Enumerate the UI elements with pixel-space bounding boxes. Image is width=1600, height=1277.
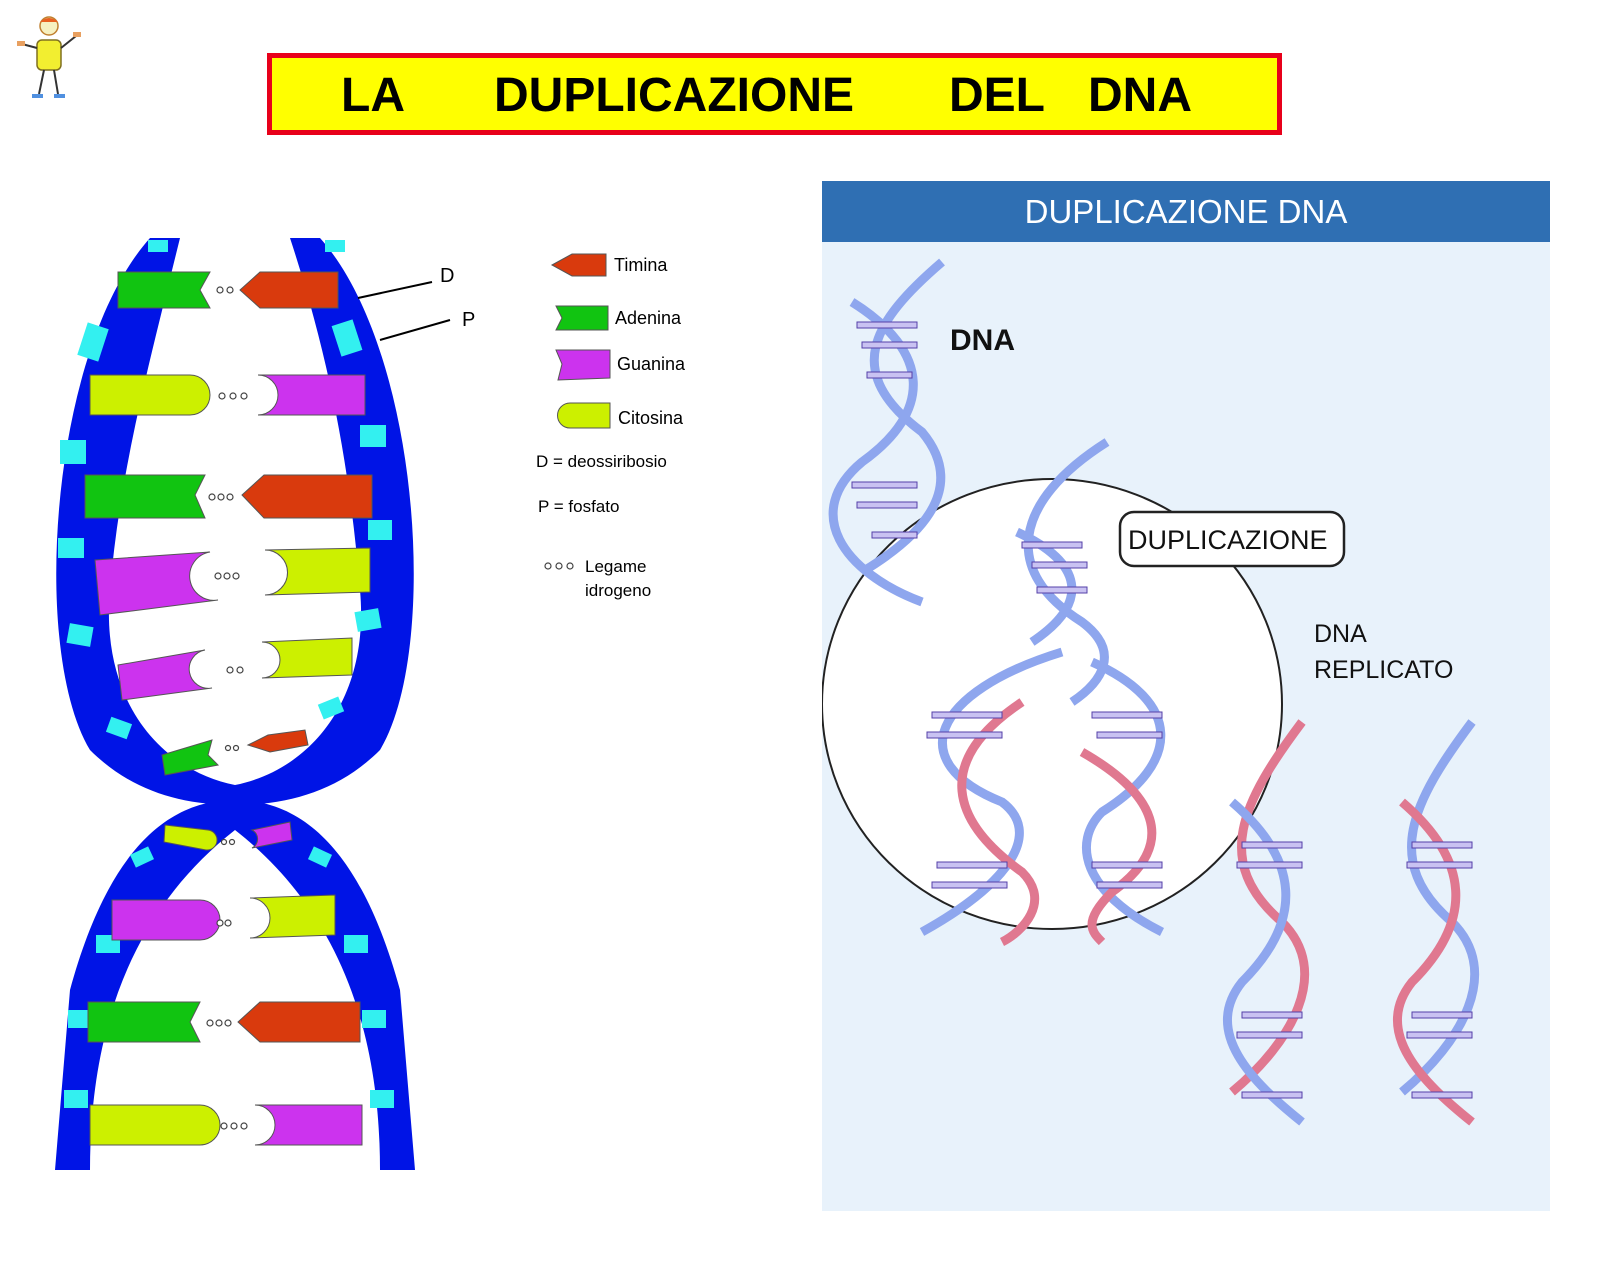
helix-replicated-1	[1223, 719, 1310, 1126]
dna-replicato-label-line1: DNA	[1314, 620, 1367, 648]
base-pair-1	[117, 271, 339, 309]
replication-panel: DUPLICAZIONE DNA	[822, 181, 1550, 1211]
backbone-lower-right	[235, 800, 415, 1170]
legend-guanina-label: Guanina	[617, 354, 686, 374]
mascot-icon	[17, 16, 81, 98]
duplicazione-label: DUPLICAZIONE	[1128, 525, 1328, 555]
legend: Timina Adenina Guanina Citosina D = deos…	[536, 253, 686, 600]
legend-adenina-label: Adenina	[615, 308, 682, 328]
legend-p-definition: P = fosfato	[538, 497, 619, 516]
base-pair-8	[111, 894, 336, 941]
legend-timina-label: Timina	[614, 255, 668, 275]
base-pair-10	[89, 1104, 363, 1146]
helix-daughter-b	[1079, 657, 1166, 946]
pointer-d-line	[357, 281, 433, 299]
dna-structure-diagram: D P Timina Adenina Guanina Citosina D = …	[55, 238, 686, 1170]
base-rungs	[851, 321, 1473, 1099]
backbone-upper-right	[235, 238, 414, 805]
base-pair-2	[89, 374, 366, 416]
panel-header: DUPLICAZIONE DNA	[822, 181, 1550, 242]
pointer-p-line	[379, 319, 451, 341]
label-d: D	[440, 265, 454, 287]
base-pair-3	[84, 474, 373, 519]
base-pair-7	[163, 821, 293, 851]
base-pair-9	[87, 1001, 361, 1043]
helix-daughter-a	[919, 647, 1064, 947]
base-pair-4	[94, 547, 371, 616]
hydrogen-bonds	[206, 286, 248, 1130]
title-word-la: LA	[341, 69, 405, 122]
label-p: P	[462, 309, 475, 331]
title-word-dna: DNA	[1088, 69, 1192, 122]
duplicazione-badge	[1118, 510, 1346, 568]
legend-legame-line1: Legame	[585, 557, 646, 576]
legend-guanina-swatch	[555, 349, 611, 381]
dna-replicato-label-line2: REPLICATO	[1314, 656, 1453, 684]
backbone-upper-left	[56, 238, 235, 805]
legend-timina-swatch	[550, 253, 607, 277]
replication-illustration: DNA DUPLICAZIONE DNA REPLICATO	[822, 258, 1480, 1126]
title-word-del: DEL	[949, 69, 1045, 122]
base-pair-6	[161, 729, 309, 776]
phosphate-marks	[58, 240, 394, 1108]
title-banner: LA DUPLICAZIONE DEL DNA	[267, 53, 1282, 135]
base-pair-5	[117, 637, 353, 701]
helix-replicated-2	[1393, 719, 1480, 1126]
legend-d-definition: D = deossiribosio	[536, 452, 667, 471]
magnifier-circle	[822, 478, 1283, 930]
title-word-duplicazione: DUPLICAZIONE	[494, 69, 854, 122]
legend-citosina-swatch	[557, 402, 611, 429]
legend-adenina-swatch	[555, 305, 609, 331]
dna-label: DNA	[950, 324, 1015, 357]
legend-legame-line2: idrogeno	[585, 581, 651, 600]
legend-citosina-label: Citosina	[618, 408, 684, 428]
